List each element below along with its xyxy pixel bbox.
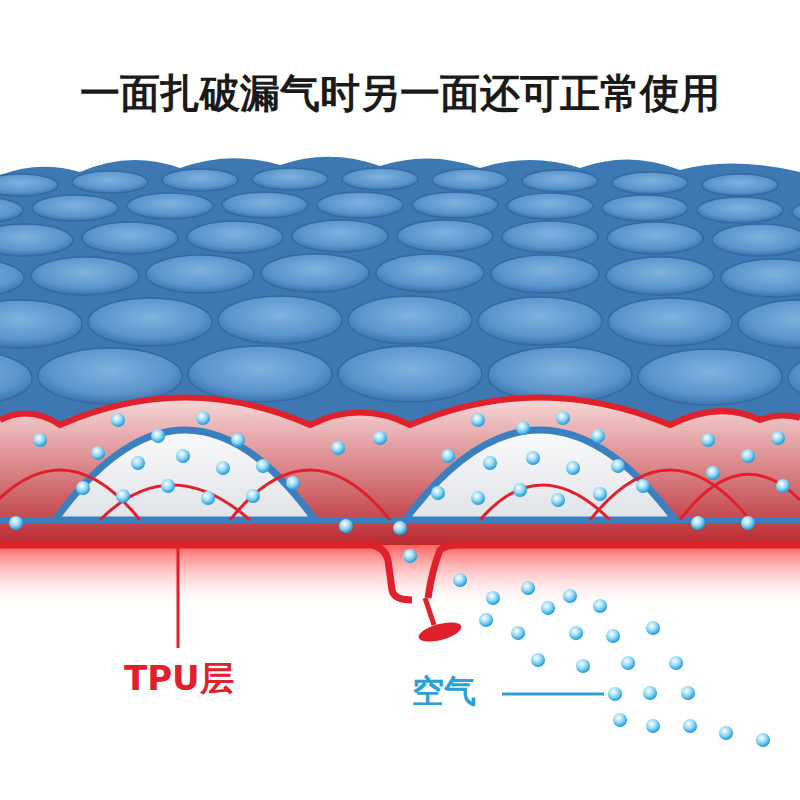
leader-line	[502, 693, 604, 696]
leader-line	[177, 548, 180, 648]
layer-label: TPU层	[124, 656, 234, 702]
air-label: 空气	[412, 670, 476, 714]
title-text: 一面扎破漏气时另一面还可正常使用	[0, 66, 800, 121]
